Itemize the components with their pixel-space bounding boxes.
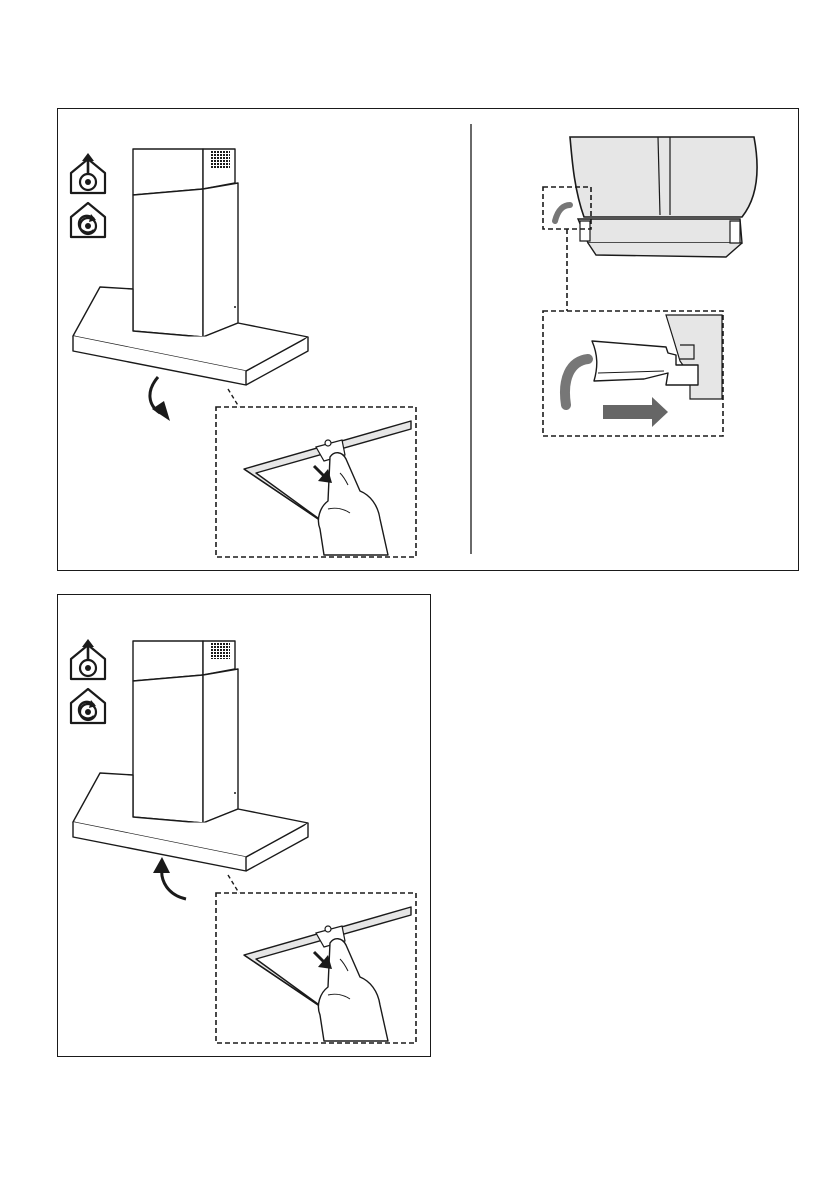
filter-latch-detail xyxy=(216,407,416,557)
illustration-panel-refit-filter xyxy=(57,594,431,1057)
cooker-hood xyxy=(73,641,308,871)
recirculation-mode-icon xyxy=(71,203,105,237)
remove-filter-illustration xyxy=(58,109,800,572)
refit-filter-illustration xyxy=(58,595,432,1058)
extraction-mode-icon xyxy=(71,639,105,679)
extraction-mode-icon xyxy=(71,153,105,193)
downward-curved-arrow-icon xyxy=(150,377,170,421)
upward-curved-arrow-icon xyxy=(153,857,186,899)
latch-pull-arrow-icon xyxy=(603,397,668,427)
filter-side-view xyxy=(543,137,757,257)
illustration-panel-remove-filter xyxy=(57,108,799,571)
clip-detail-zoom xyxy=(543,311,723,436)
vent-grille xyxy=(210,643,230,659)
vent-grille xyxy=(210,151,230,169)
cooker-hood xyxy=(73,149,308,385)
recirculation-mode-icon xyxy=(71,689,105,723)
filter-latch-detail xyxy=(216,893,416,1043)
